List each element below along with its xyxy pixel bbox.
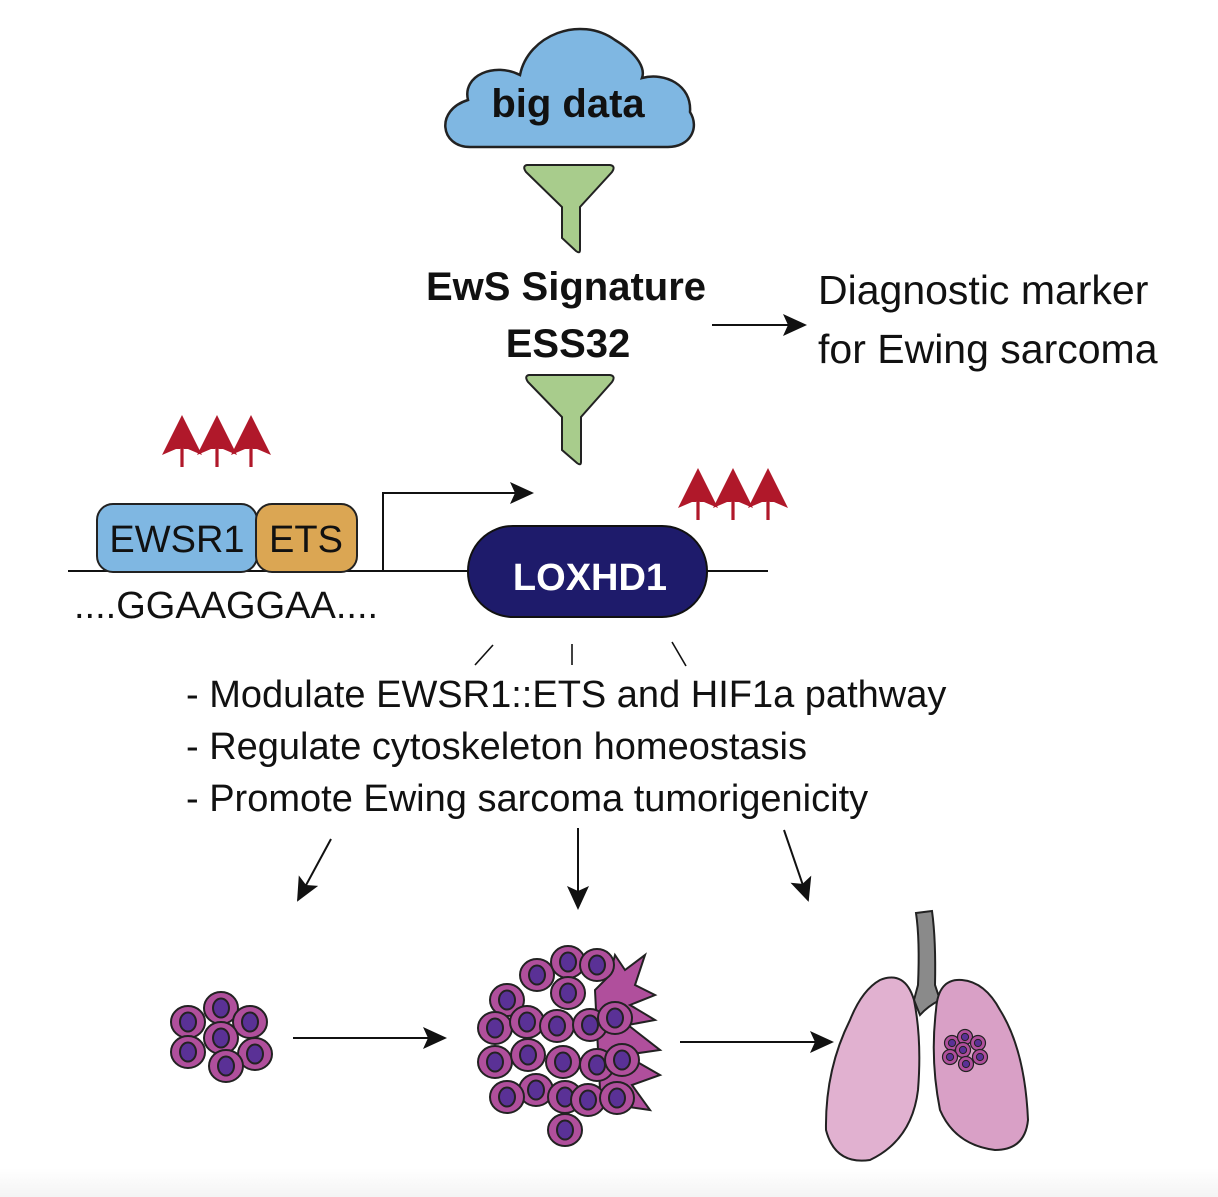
function-item: - Promote Ewing sarcoma tumorigenicity (186, 778, 868, 820)
ets-label: ETS (269, 519, 343, 561)
cell-cluster-icon (170, 991, 273, 1083)
signature-name: ESS32 (506, 322, 631, 366)
function-item: - Modulate EWSR1::ETS and HIF1a pathway (186, 674, 946, 716)
arrow-down-right (783, 829, 812, 902)
arrow-down-left (297, 838, 332, 902)
connector-line (474, 644, 494, 666)
cloud-icon (444, 27, 696, 149)
bottom-fade (0, 1168, 1218, 1197)
promoter-arrow (382, 482, 534, 571)
ewsr1-label: EWSR1 (109, 519, 244, 561)
loxhd1-gene: LOXHD1 (467, 525, 708, 618)
funnel-icon (523, 164, 615, 254)
big-data-cloud: big data (444, 27, 696, 149)
funnel-icon (525, 374, 615, 466)
big-data-label: big data (491, 82, 645, 126)
lungs-icon (824, 909, 1030, 1162)
ewsr1-ets-fusion: EWSR1 ETS (96, 503, 358, 573)
connector-line (671, 641, 687, 667)
ggaa-motif: ....GGAAGGAA.... (74, 585, 378, 627)
trachea (912, 909, 942, 1017)
diagnostic-line2: for Ewing sarcoma (818, 326, 1158, 372)
triple-up-arrow-icon (162, 415, 271, 467)
diagnostic-line1: Diagnostic marker (818, 267, 1148, 313)
triple-up-arrow-icon (678, 468, 788, 520)
ets-box (255, 503, 358, 573)
function-item: - Regulate cytoskeleton homeostasis (186, 726, 807, 768)
loxhd1-label: LOXHD1 (513, 557, 667, 599)
left-lung (824, 976, 921, 1162)
signature-title: EwS Signature (426, 265, 706, 309)
tumor-icon (477, 945, 663, 1147)
